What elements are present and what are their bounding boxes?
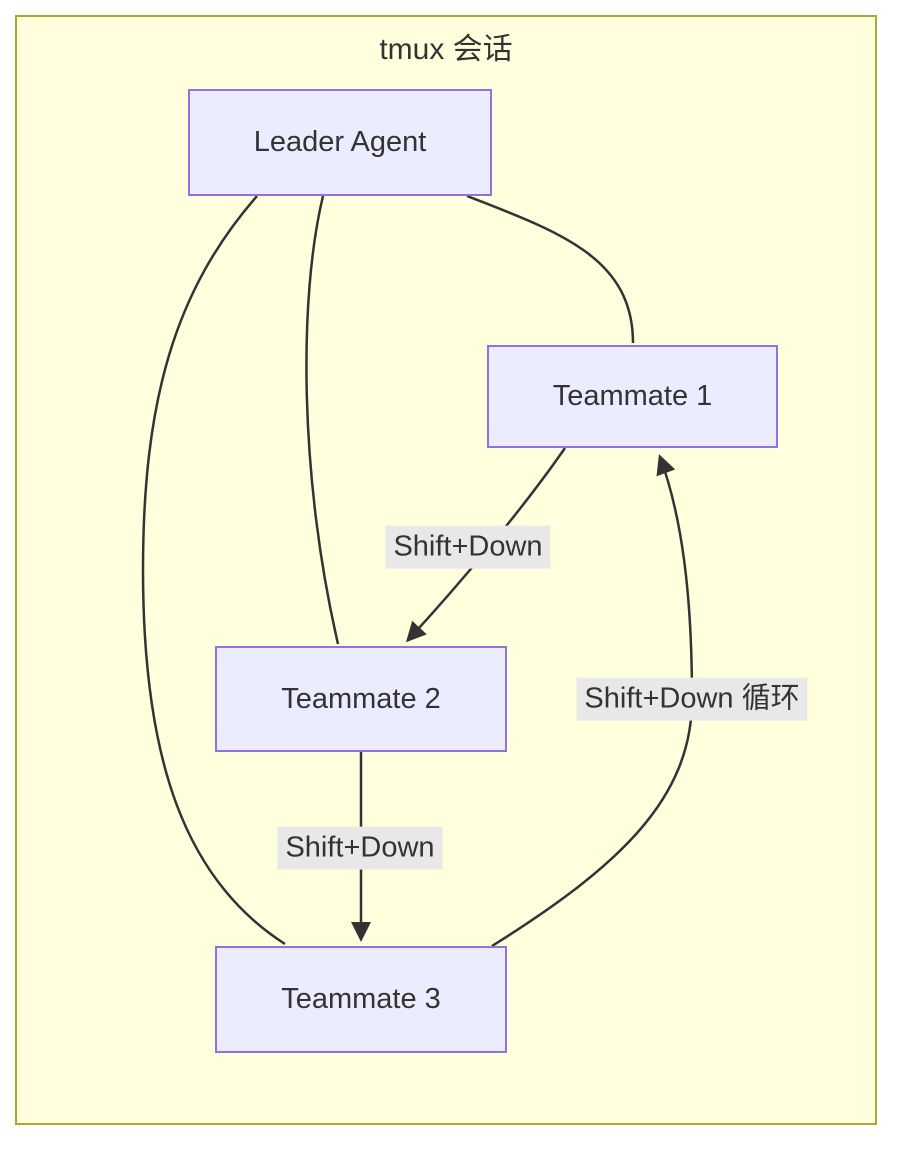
edge-leader-to-teammate1 bbox=[466, 194, 635, 344]
tmux-session-container bbox=[15, 15, 877, 1125]
node-teammate-1-label: Teammate 1 bbox=[552, 380, 713, 412]
node-leader-agent: Leader Agent bbox=[188, 89, 492, 196]
node-teammate-3: Teammate 3 bbox=[215, 946, 507, 1053]
edge-label-shift-down-1: Shift+Down bbox=[385, 525, 551, 569]
node-teammate-2: Teammate 2 bbox=[215, 646, 507, 752]
edge-leader-to-teammate3 bbox=[141, 195, 286, 946]
edge-label-shift-down-2: Shift+Down bbox=[277, 826, 443, 870]
cluster-title: tmux 会话 bbox=[379, 33, 513, 66]
node-teammate-3-label: Teammate 3 bbox=[281, 983, 441, 1015]
edge-leader-to-teammate2 bbox=[305, 195, 340, 645]
node-teammate-2-label: Teammate 2 bbox=[281, 682, 441, 715]
edge-label-shift-down-loop: Shift+Down 循环 bbox=[576, 677, 808, 721]
node-teammate-1: Teammate 1 bbox=[487, 345, 778, 448]
node-leader-agent-label: Leader Agent bbox=[253, 126, 427, 158]
